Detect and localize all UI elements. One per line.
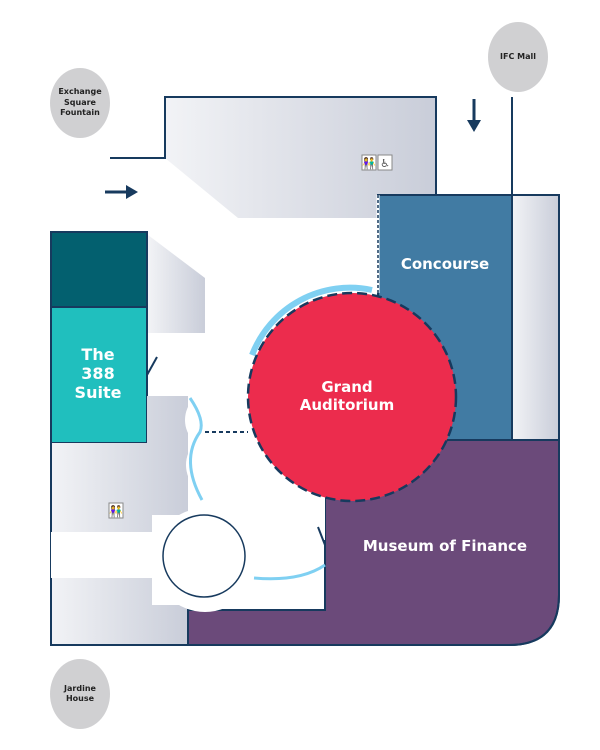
accent-edge (188, 397, 204, 501)
suite-side-area (148, 235, 205, 333)
top-service-area (165, 97, 436, 218)
entrance-arrow-icon (105, 185, 138, 199)
concourse-label: Concourse (400, 255, 490, 273)
grand-auditorium-area[interactable] (246, 291, 458, 503)
wall (110, 96, 437, 195)
accent-edge (253, 563, 326, 581)
svg-text:♿: ♿ (380, 157, 390, 170)
svg-text:👫: 👫 (362, 157, 376, 170)
restroom-icon: 👫 (108, 502, 124, 519)
rotunda (162, 514, 246, 598)
accessible-icon: ♿ (377, 154, 393, 171)
restroom-icon: 👫 (361, 154, 377, 171)
east-corridor (511, 194, 560, 441)
suite-388-upper[interactable] (50, 231, 148, 308)
svg-text:👫: 👫 (109, 505, 123, 518)
outer-wall (50, 195, 560, 646)
entrance-arrow-icon (467, 99, 481, 132)
landmark-ifc-mall[interactable]: IFC Mall (488, 22, 548, 92)
museum-label: Museum of Finance (362, 537, 528, 555)
accent-edge (249, 284, 373, 357)
